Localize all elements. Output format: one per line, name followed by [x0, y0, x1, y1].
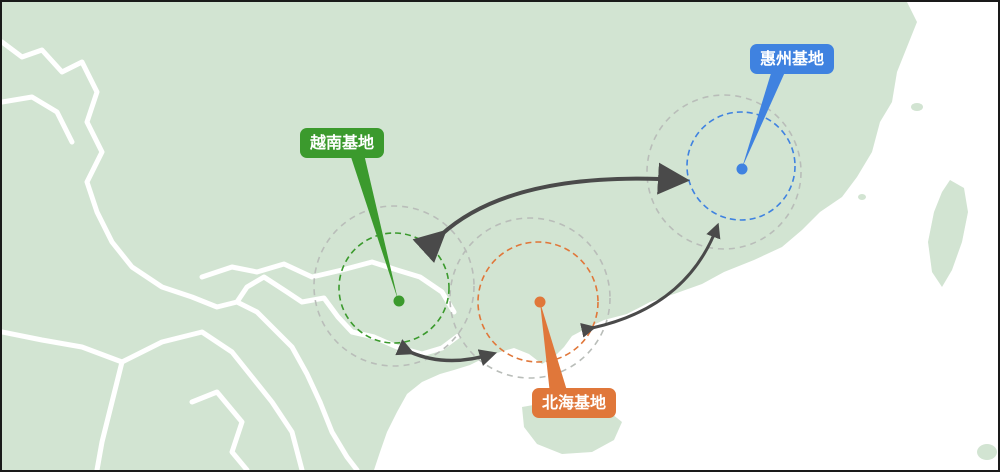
pointer-beihai [540, 302, 568, 394]
label-beihai-base: 北海基地 [532, 388, 617, 418]
inner-ring-vietnam [338, 232, 450, 344]
inner-ring-huizhou [686, 111, 796, 221]
base-dot-beihai [534, 296, 546, 308]
outer-ring-huizhou [646, 94, 802, 250]
arrow-beihai-huizhou [580, 222, 721, 338]
islet [911, 103, 923, 111]
base-dot-vietnam [393, 295, 405, 307]
islet [977, 444, 997, 460]
arrow-vietnam-beihai [395, 339, 498, 366]
islet [858, 194, 866, 200]
pointer-huizhou [742, 70, 785, 168]
pointer-vietnam [350, 154, 398, 300]
outer-ring-vietnam [313, 205, 475, 367]
taiwan-island [928, 180, 968, 287]
label-huizhou-base: 惠州基地 [750, 44, 835, 74]
base-dot-huizhou [736, 163, 748, 175]
arrow-vietnam-huizhou [412, 162, 690, 264]
label-vietnam-base: 越南基地 [300, 128, 385, 158]
